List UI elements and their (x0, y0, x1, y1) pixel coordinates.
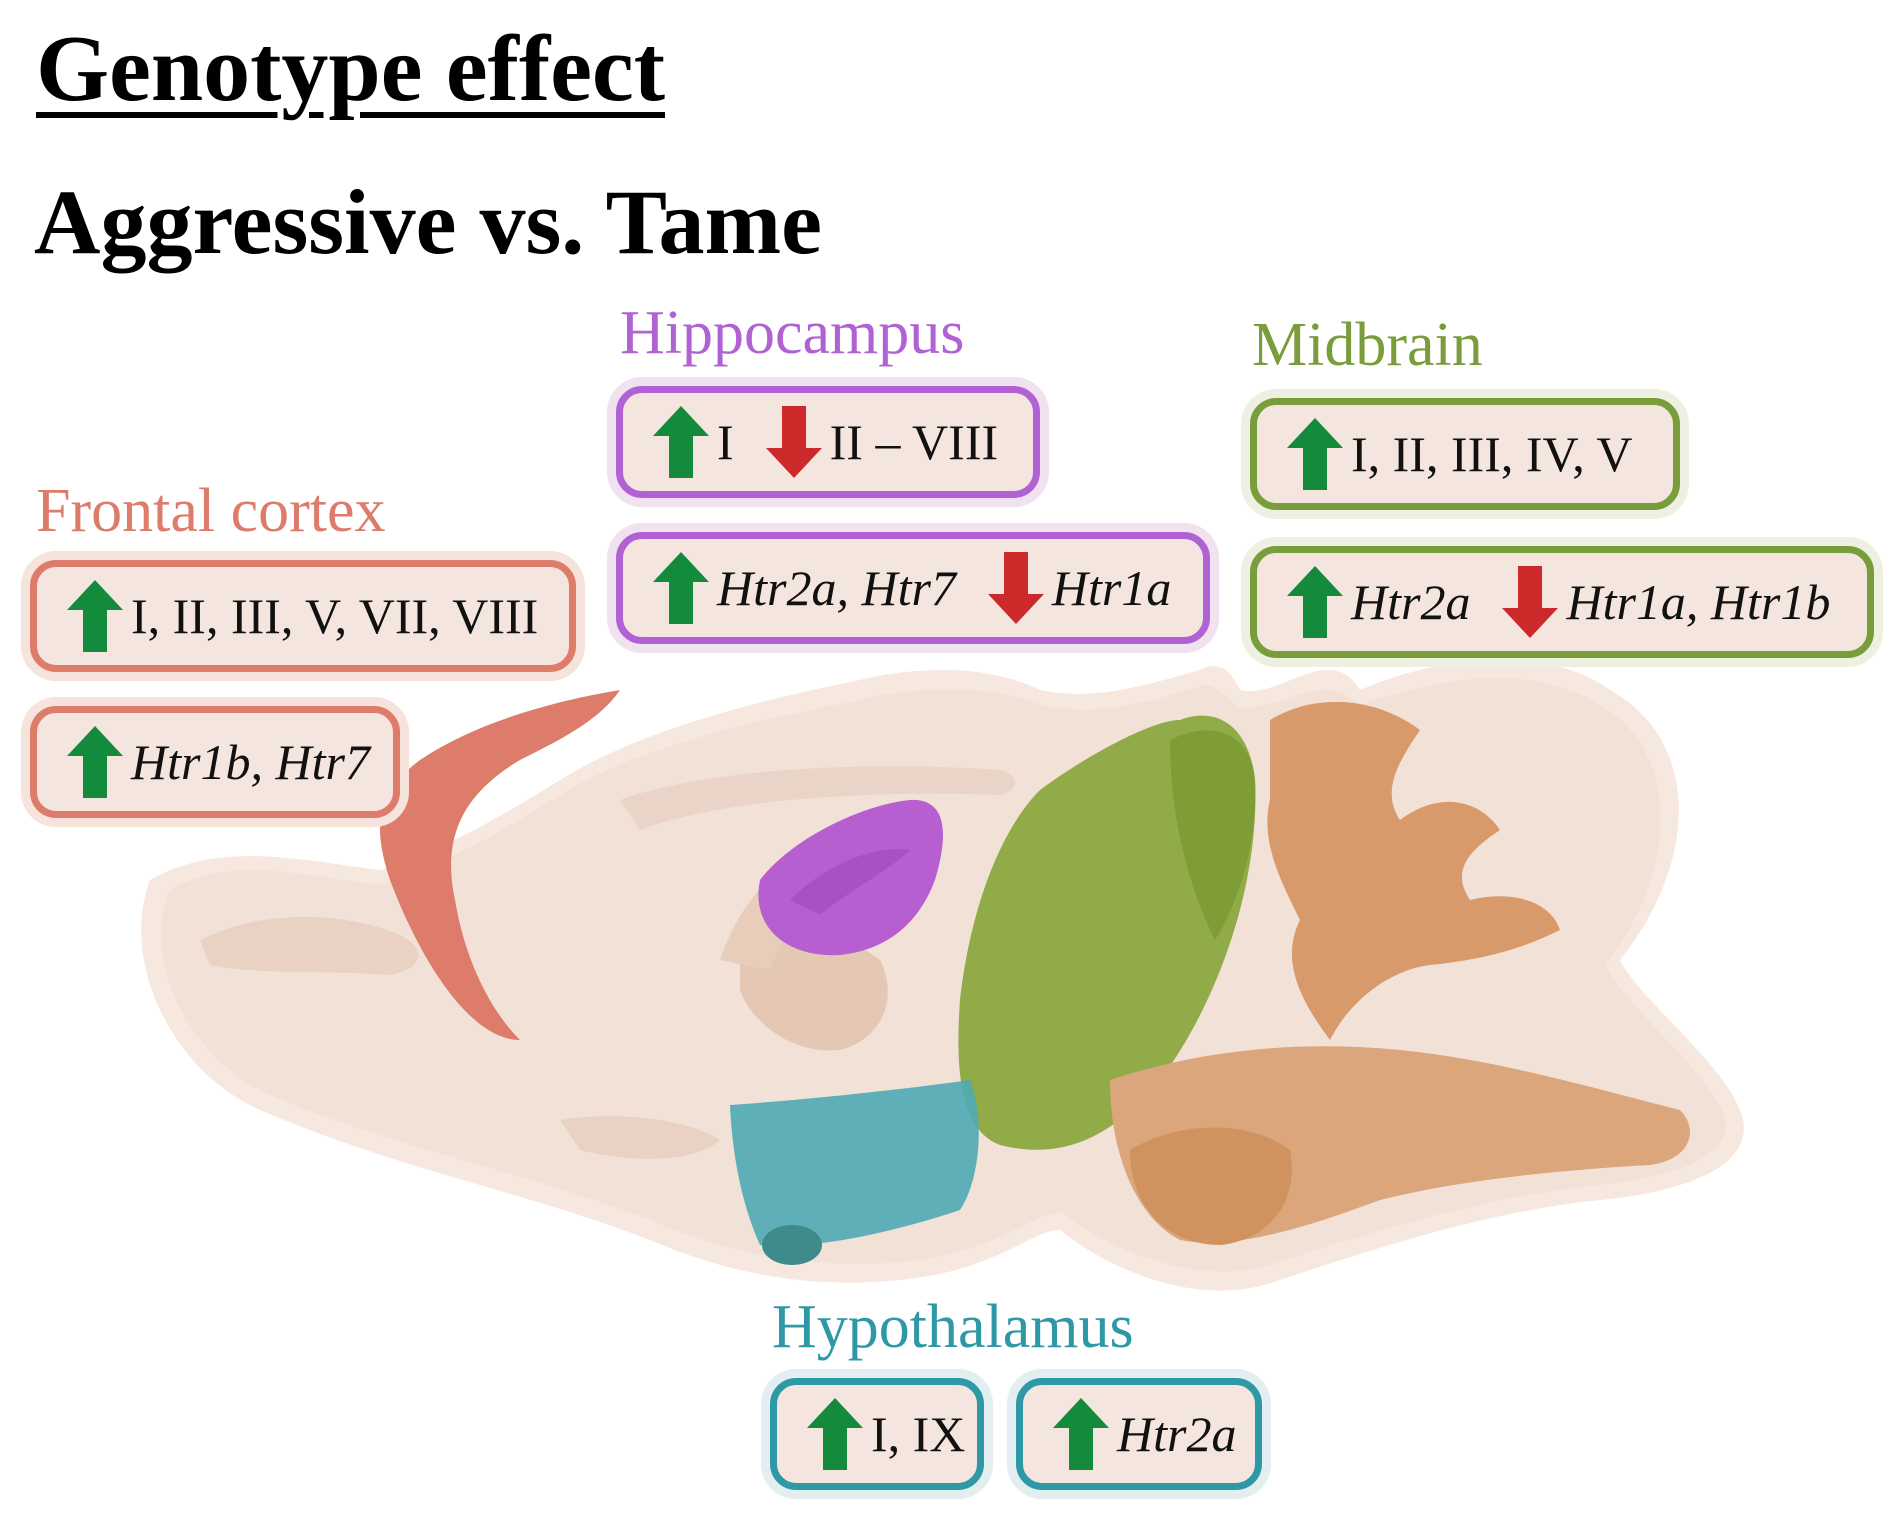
frontal-cortex-label: Frontal cortex (36, 477, 386, 545)
up-arrow-icon (807, 1398, 863, 1470)
frontal-cortex-box-1: I, II, III, V, VII, VIII (30, 560, 576, 672)
corpus-structure (620, 766, 1015, 830)
up-value: I, II, III, V, VII, VIII (131, 588, 539, 644)
up-value: Htr2a, Htr7 (717, 560, 956, 616)
pituitary-shape (762, 1225, 822, 1265)
ventral-structure (560, 1116, 720, 1159)
up-arrow-icon (653, 406, 709, 478)
up-item: Htr2a (1051, 1396, 1236, 1472)
up-value: Htr2a (1117, 1406, 1237, 1462)
up-value: Htr2a (1351, 574, 1471, 630)
hypothalamus-region (730, 1080, 979, 1246)
up-item: Htr2a, Htr7 (651, 550, 956, 626)
up-item: I (651, 404, 734, 480)
hypothalamus-box-2: Htr2a (1016, 1378, 1262, 1490)
hippocampus-label: Hippocampus (620, 299, 965, 367)
up-item: I, II, III, V, VII, VIII (65, 578, 538, 654)
up-arrow-icon (653, 552, 709, 624)
down-value: Htr1a (1051, 560, 1172, 616)
hippocampus-box-2: Htr2a, Htr7 Htr1a (616, 532, 1210, 644)
down-item: Htr1a (986, 550, 1171, 626)
up-item: I, IX (805, 1396, 965, 1472)
hypothalamus-box-1: I, IX (770, 1378, 984, 1490)
up-item: Htr2a (1285, 564, 1470, 640)
frontal-cortex-region (380, 690, 620, 1040)
midbrain-colliculus (1170, 730, 1256, 940)
olfactory-structure (200, 916, 419, 975)
hypothalamus-label: Hypothalamus (772, 1293, 1134, 1361)
up-arrow-icon (1287, 418, 1343, 490)
up-arrow-icon (67, 726, 123, 798)
thalamus-structure (740, 931, 888, 1051)
hippocampus-inner (790, 849, 910, 915)
midbrain-box-2: Htr2a Htr1a, Htr1b (1250, 546, 1874, 658)
down-value: Htr1a, Htr1b (1566, 574, 1831, 630)
frontal-cortex-box-2: Htr1b, Htr7 (30, 706, 400, 818)
down-item: II – VIII (764, 404, 998, 480)
up-value: I, IX (871, 1406, 966, 1462)
midbrain-label: Midbrain (1252, 311, 1483, 379)
up-value: I (717, 414, 734, 470)
down-item: Htr1a, Htr1b (1500, 564, 1830, 640)
down-arrow-icon (765, 406, 822, 478)
cerebellum-region (1267, 701, 1560, 1040)
hippocampus-box-1: I II – VIII (616, 386, 1040, 498)
down-arrow-icon (1502, 566, 1559, 638)
page-title: Genotype effect (36, 17, 665, 121)
up-item: Htr1b, Htr7 (65, 724, 370, 800)
up-item: I, II, III, IV, V (1285, 416, 1632, 492)
up-value: Htr1b, Htr7 (131, 734, 370, 790)
up-arrow-icon (1287, 566, 1343, 638)
up-value: I, II, III, IV, V (1351, 426, 1633, 482)
pons-region (1130, 1127, 1292, 1245)
comparison-subtitle: Aggressive vs. Tame (34, 171, 822, 273)
down-value: II – VIII (829, 414, 999, 470)
up-arrow-icon (67, 580, 123, 652)
up-arrow-icon (1053, 1398, 1109, 1470)
midbrain-box-1: I, II, III, IV, V (1250, 398, 1680, 510)
down-arrow-icon (987, 552, 1044, 624)
